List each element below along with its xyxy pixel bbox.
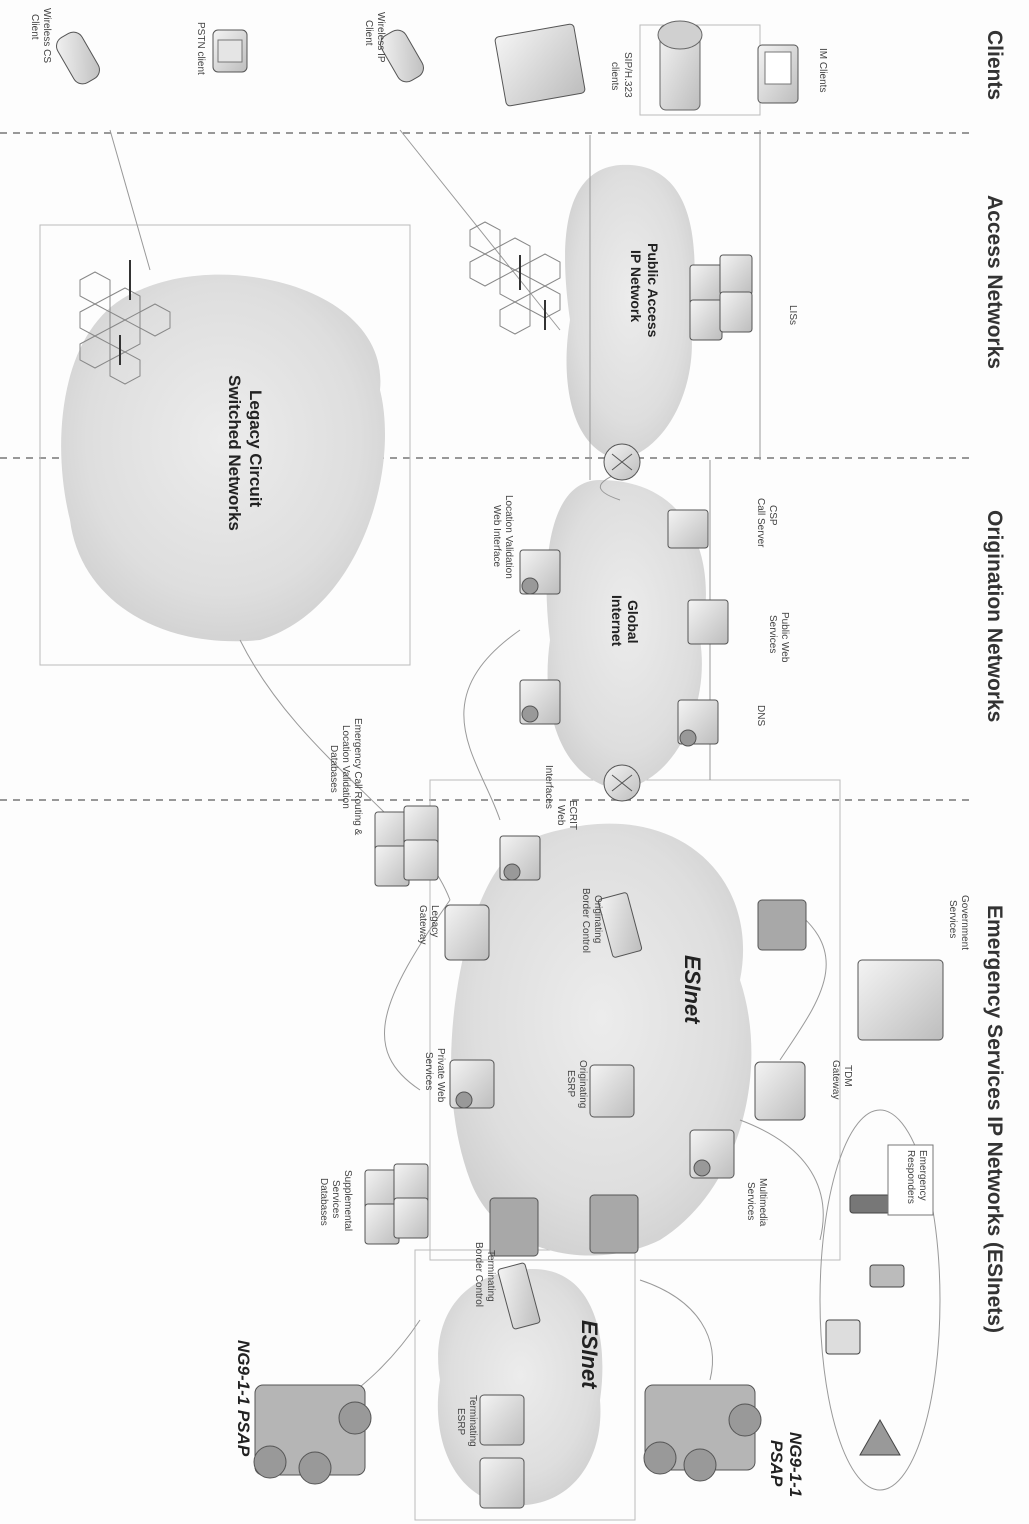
dns-label: DNS — [755, 705, 766, 726]
lis-label: LISs — [787, 305, 798, 325]
supplemental-db-label: Supplemental — [342, 1170, 353, 1231]
government-services-label: Government — [959, 895, 970, 950]
originating-border-control-label: Originating — [592, 895, 603, 943]
responders-label: Emergency — [917, 1150, 928, 1201]
public-access-label: Public Access — [645, 243, 661, 338]
section-header-clients: Clients — [983, 30, 1006, 100]
legacy-gateway-label: Legacy — [429, 905, 440, 937]
psap-label: NG9-1-1 PSAP — [234, 1340, 253, 1457]
legacy-network-label: Legacy Circuit — [246, 390, 265, 507]
global-internet-label: Global — [625, 600, 641, 644]
section-header-origination: Origination Networks — [983, 510, 1006, 722]
router-icon — [603, 443, 641, 481]
routing-database-icon — [374, 805, 439, 887]
ecrit-web-server-icon — [499, 835, 541, 881]
im-client-icon — [757, 44, 799, 104]
cell-tower-cluster-icon — [79, 260, 171, 385]
cell-tower-cluster-icon — [469, 221, 561, 335]
lis-server-icon — [689, 254, 753, 341]
esinet-small-label: ESInet — [577, 1320, 602, 1390]
dns-server-icon — [677, 699, 719, 747]
csp-label: CSP — [767, 505, 778, 526]
tdm-gateway-icon — [754, 1061, 806, 1121]
wireless-ip-phone-icon — [380, 29, 424, 83]
csp-server-icon — [667, 509, 709, 549]
emergency-responders-icon — [825, 1144, 934, 1456]
government-services-label: Services — [947, 900, 958, 938]
wireless-cs-client-label: Client — [29, 14, 40, 40]
originating-esrp-label: Originating — [577, 1060, 588, 1108]
location-validation-server-icon — [519, 549, 561, 595]
public-web-server-icon — [687, 599, 729, 645]
tdm-gateway-label: Gateway — [830, 1060, 841, 1099]
pstn-client-label: PSTN client — [195, 22, 206, 75]
sip-client-label: SIP/H.323 — [622, 52, 633, 98]
psap-icon — [643, 1384, 762, 1482]
routing-db-label: Location Validation — [340, 725, 351, 809]
legacy-region-box — [39, 224, 411, 666]
originating-border-control-label: Border Control — [580, 888, 591, 953]
supplemental-db-label: Services — [330, 1180, 341, 1218]
wireless-cs-client-label: Wireless CS — [41, 8, 52, 63]
terminating-esrp-icon — [479, 1394, 525, 1509]
public-access-label: IP Network — [628, 250, 644, 322]
sip-client-label: clients — [609, 62, 620, 90]
ecrit-label: Interfaces — [543, 765, 554, 809]
originating-esrp-label: ESRP — [565, 1070, 576, 1098]
responders-label: Responders — [905, 1150, 916, 1204]
cloud-esinet-main — [451, 823, 752, 1256]
originating-esrp-icon — [589, 1064, 635, 1118]
section-header-access: Access Networks — [983, 195, 1006, 369]
routing-db-label: Databases — [328, 745, 339, 793]
section-header-emergency: Emergency Services IP Networks (ESInets) — [983, 905, 1006, 1333]
government-services-icon — [757, 899, 944, 1041]
im-client-label: IM Clients — [817, 48, 828, 92]
esinet-main-label: ESInet — [680, 955, 705, 1025]
public-web-label: Services — [767, 615, 778, 653]
multimedia-services-label: Multimedia — [757, 1178, 768, 1227]
terminating-border-control-label: Terminating — [485, 1250, 496, 1302]
pstn-phone-icon — [212, 29, 248, 73]
psap-label: PSAP — [767, 1440, 786, 1487]
legacy-gateway-icon — [444, 904, 490, 961]
location-validation-label: Location Validation — [503, 495, 514, 579]
legacy-gateway-label: Gateway — [417, 905, 428, 944]
wireless-ip-client-label: Client — [363, 20, 374, 46]
multimedia-services-icon — [689, 1129, 735, 1179]
psap-icon — [253, 1384, 372, 1485]
supplemental-database-icon — [364, 1163, 429, 1245]
routing-db-label: Emergency Call Routing & — [352, 718, 363, 836]
cloud-legacy — [61, 274, 386, 642]
terminating-esrp-label: Terminating — [467, 1395, 478, 1447]
private-web-services-icon — [449, 1059, 495, 1109]
private-web-label: Services — [423, 1052, 434, 1090]
sip-client-icon — [494, 20, 703, 111]
ecrit-label: ECRIT — [567, 800, 578, 830]
wireless-ip-client-label: Wireless IP — [375, 12, 386, 63]
supplemental-db-label: Databases — [318, 1178, 329, 1226]
location-validation-label: Web Interface — [491, 505, 502, 568]
psap-label: NG9-1-1 — [786, 1432, 805, 1497]
terminating-border-control-label: Border Control — [473, 1242, 484, 1307]
cloud-esinet-small — [437, 1269, 603, 1506]
tdm-gateway-label: TDM — [842, 1065, 853, 1087]
wireless-cs-phone-icon — [56, 31, 100, 85]
csp-label: Call Server — [755, 498, 766, 548]
public-web-label: Public Web — [779, 612, 790, 663]
router-icon — [603, 764, 641, 802]
ecrit-server-icon — [519, 679, 561, 725]
terminating-border-control-icon — [497, 1262, 541, 1330]
global-internet-label: Internet — [609, 595, 625, 647]
multimedia-services-label: Services — [745, 1182, 756, 1220]
cloud-public-access — [565, 164, 695, 460]
private-web-label: Private Web — [435, 1048, 446, 1103]
terminating-esrp-label: ESRP — [455, 1408, 466, 1436]
cloud-global-internet — [546, 480, 706, 790]
ecrit-label: Web — [555, 805, 566, 826]
legacy-network-label: Switched Networks — [225, 375, 244, 531]
originating-border-control-icon — [597, 892, 643, 958]
esrp-gateway-icon — [489, 1194, 639, 1257]
